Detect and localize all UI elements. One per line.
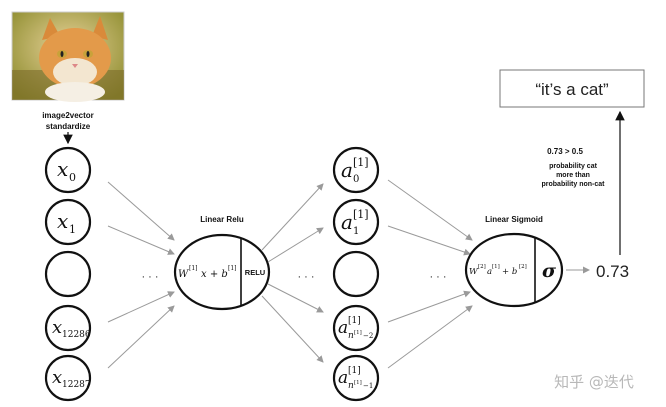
layer2-neuron: W [2] a [1] + b [2] σ — [464, 232, 564, 308]
input-node-0-sub: 0 — [69, 171, 76, 184]
input-node-blank — [44, 250, 92, 298]
standardize-label: standardize — [46, 122, 91, 131]
hidden-node-blank — [332, 250, 380, 298]
layer2-formula-sup1: [2] — [478, 264, 486, 270]
hidden-node-0-sup: [1] — [353, 156, 369, 169]
layer1-to-hidden-arrows — [261, 183, 324, 363]
input-node-1-var: x — [57, 209, 68, 233]
hidden-node-n2-sup: [1] — [348, 316, 361, 326]
hidden-node-1-sup: [1] — [353, 208, 369, 221]
decision-line-2: probability cat — [549, 163, 598, 170]
input-dots: · · · — [141, 271, 158, 283]
layer1-formula-sup: [1] — [189, 265, 198, 272]
hidden-node-n2-var: a — [338, 318, 348, 338]
hidden-node-n1-sub: n — [348, 381, 354, 391]
input-node-12287-var: x — [52, 367, 62, 388]
layer2-formula-sup3: [2] — [519, 264, 527, 270]
layer1-title: Linear Relu — [200, 215, 244, 224]
input-to-layer1-arrows — [107, 181, 175, 369]
layer1-dots: · · · — [297, 271, 314, 283]
hidden-dots: · · · — [429, 271, 446, 283]
relu-label: RELU — [245, 268, 265, 277]
hidden-node-n2-subtail: −2 — [363, 332, 373, 340]
input-node-1: x 1 — [44, 198, 92, 246]
hidden-node-n1-subsup: [1] — [354, 380, 362, 386]
hidden-node-n1-subtail: −1 — [363, 382, 373, 390]
hidden-to-layer2-arrows — [387, 179, 473, 369]
layer2-formula-plus: + b — [502, 267, 517, 277]
hidden-node-n2-subsup: [1] — [354, 330, 362, 336]
hidden-node-n1-var: a — [338, 368, 348, 388]
decision-line-3: more than — [556, 172, 590, 179]
input-node-12287: x 12287 — [44, 354, 92, 402]
hidden-node-n2-sub: n — [348, 331, 354, 341]
input-node-0: x 0 — [44, 146, 92, 194]
hidden-node-0: a [1] 0 — [332, 146, 380, 194]
input-node-12286-sub: 12286 — [62, 330, 91, 340]
image2vector-label: image2vector — [42, 111, 94, 120]
decision-line-4: probability non-cat — [542, 181, 606, 188]
hidden-node-1-sub: 1 — [353, 226, 359, 237]
sigmoid-symbol: σ — [542, 260, 557, 282]
hidden-node-n-minus-1: a [1] n [1] −1 — [332, 354, 380, 402]
result-box: “it’s a cat” — [499, 69, 645, 108]
watermark: 知乎 @迭代 — [554, 373, 634, 391]
hidden-node-0-sub: 0 — [353, 174, 359, 185]
input-node-0-var: x — [57, 157, 68, 181]
hidden-node-n1-sup: [1] — [348, 366, 361, 376]
output-value: 0.73 — [596, 262, 629, 281]
hidden-node-1-var: a — [341, 210, 353, 234]
layer1-formula-sup2: [1] — [228, 265, 237, 272]
hidden-node-1: a [1] 1 — [332, 198, 380, 246]
hidden-node-n-minus-2: a [1] n [1] −2 — [332, 304, 380, 352]
layer1-neuron: W [1] x + b [1] RELU — [173, 233, 271, 311]
layer1-formula-mid: x + b — [201, 269, 228, 280]
layer1-formula-w: W — [178, 269, 189, 280]
cat-image — [11, 11, 125, 102]
layer2-formula-w: W — [469, 267, 479, 277]
input-node-12286: x 12286 — [44, 304, 92, 352]
layer2-title: Linear Sigmoid — [485, 215, 543, 224]
layer2-formula-sup2: [1] — [492, 264, 500, 270]
decision-line-1: 0.73 > 0.5 — [547, 147, 583, 156]
input-node-12287-sub: 12287 — [62, 380, 91, 390]
result-text: “it’s a cat” — [535, 80, 609, 99]
input-node-12286-var: x — [52, 317, 62, 338]
input-node-1-sub: 1 — [69, 223, 76, 236]
layer2-formula-mid: a — [487, 267, 492, 277]
hidden-node-0-var: a — [341, 158, 353, 182]
